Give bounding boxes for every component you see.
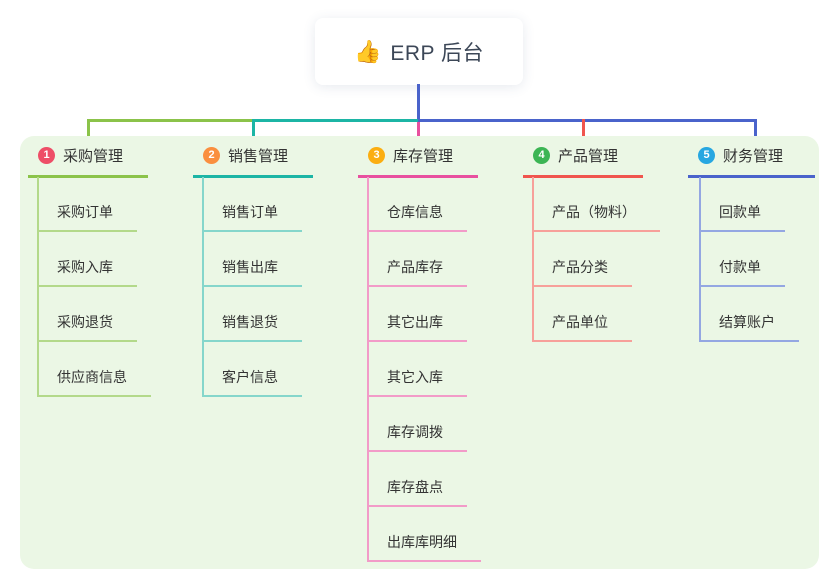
connector-drop-2 (252, 119, 255, 148)
thumbs-up-icon: 👍 (353, 38, 382, 64)
child-node[interactable]: 采购退货 (39, 287, 137, 342)
child-label: 销售退货 (204, 312, 302, 342)
connector-drop-5 (754, 119, 757, 148)
child-node[interactable]: 仓库信息 (369, 177, 467, 232)
branch-children-sales: 销售订单 销售出库 销售退货 客户信息 (202, 177, 302, 397)
branch-children-inventory: 仓库信息 产品库存 其它出库 其它入库 库存调拨 库存盘点 出库库明细 (367, 177, 481, 562)
child-label: 销售订单 (204, 202, 302, 232)
child-node[interactable]: 付款单 (701, 232, 785, 287)
branch-node-sales[interactable]: 2 销售管理 (193, 145, 313, 178)
child-label: 客户信息 (204, 367, 302, 397)
connector-drop-4 (582, 119, 585, 148)
child-node[interactable]: 销售出库 (204, 232, 302, 287)
connector-horizontal-left (87, 119, 254, 122)
child-label: 出库库明细 (369, 532, 481, 562)
child-node[interactable]: 其它出库 (369, 287, 467, 342)
connector-drop-3 (417, 122, 420, 148)
child-label: 采购订单 (39, 202, 137, 232)
child-label: 产品（物料） (534, 202, 660, 232)
root-node-label: ERP 后台 (390, 41, 485, 65)
child-node[interactable]: 销售订单 (204, 177, 302, 232)
branch-label: 财务管理 (723, 148, 784, 165)
child-label: 回款单 (701, 202, 785, 232)
child-node[interactable]: 其它入库 (369, 342, 467, 397)
branch-node-finance[interactable]: 5 财务管理 (688, 145, 815, 178)
child-label: 其它出库 (369, 312, 467, 342)
branch-label: 产品管理 (558, 148, 619, 165)
branch-label: 采购管理 (63, 148, 124, 165)
child-label: 产品库存 (369, 257, 467, 287)
child-label: 供应商信息 (39, 367, 151, 397)
child-label: 库存盘点 (369, 477, 467, 507)
branch-node-purchase[interactable]: 1 采购管理 (28, 145, 148, 178)
child-node[interactable]: 采购入库 (39, 232, 137, 287)
child-node[interactable]: 结算账户 (701, 287, 799, 342)
child-node[interactable]: 销售退货 (204, 287, 302, 342)
branch-children-finance: 回款单 付款单 结算账户 (699, 177, 799, 342)
child-label: 产品单位 (534, 312, 632, 342)
branch-children-product: 产品（物料） 产品分类 产品单位 (532, 177, 660, 342)
child-node[interactable]: 回款单 (701, 177, 785, 232)
child-label: 采购退货 (39, 312, 137, 342)
child-node[interactable]: 库存盘点 (369, 452, 467, 507)
badge-2: 2 (203, 147, 220, 164)
child-label: 产品分类 (534, 257, 632, 287)
child-node[interactable]: 供应商信息 (39, 342, 151, 397)
child-node[interactable]: 出库库明细 (369, 507, 481, 562)
child-label: 库存调拨 (369, 422, 467, 452)
child-node[interactable]: 产品分类 (534, 232, 632, 287)
branch-label: 销售管理 (228, 148, 289, 165)
badge-4: 4 (533, 147, 550, 164)
connector-horizontal-middle (252, 119, 418, 122)
child-node[interactable]: 库存调拨 (369, 397, 467, 452)
root-node-erp[interactable]: 👍 ERP 后台 (315, 18, 523, 85)
child-label: 采购入库 (39, 257, 137, 287)
child-node[interactable]: 采购订单 (39, 177, 137, 232)
root-trunk-line (417, 84, 420, 122)
child-label: 结算账户 (701, 312, 799, 342)
connector-drop-1 (87, 119, 90, 148)
child-label: 销售出库 (204, 257, 302, 287)
connector-horizontal-right (418, 119, 757, 122)
child-node[interactable]: 客户信息 (204, 342, 302, 397)
badge-3: 3 (368, 147, 385, 164)
branch-label: 库存管理 (393, 148, 454, 165)
child-node[interactable]: 产品单位 (534, 287, 632, 342)
mindmap-panel (20, 136, 819, 569)
branch-node-inventory[interactable]: 3 库存管理 (358, 145, 478, 178)
badge-1: 1 (38, 147, 55, 164)
branch-node-product[interactable]: 4 产品管理 (523, 145, 643, 178)
child-label: 仓库信息 (369, 202, 467, 232)
child-node[interactable]: 产品库存 (369, 232, 467, 287)
branch-children-purchase: 采购订单 采购入库 采购退货 供应商信息 (37, 177, 151, 397)
badge-5: 5 (698, 147, 715, 164)
child-label: 付款单 (701, 257, 785, 287)
child-label: 其它入库 (369, 367, 467, 397)
child-node[interactable]: 产品（物料） (534, 177, 660, 232)
